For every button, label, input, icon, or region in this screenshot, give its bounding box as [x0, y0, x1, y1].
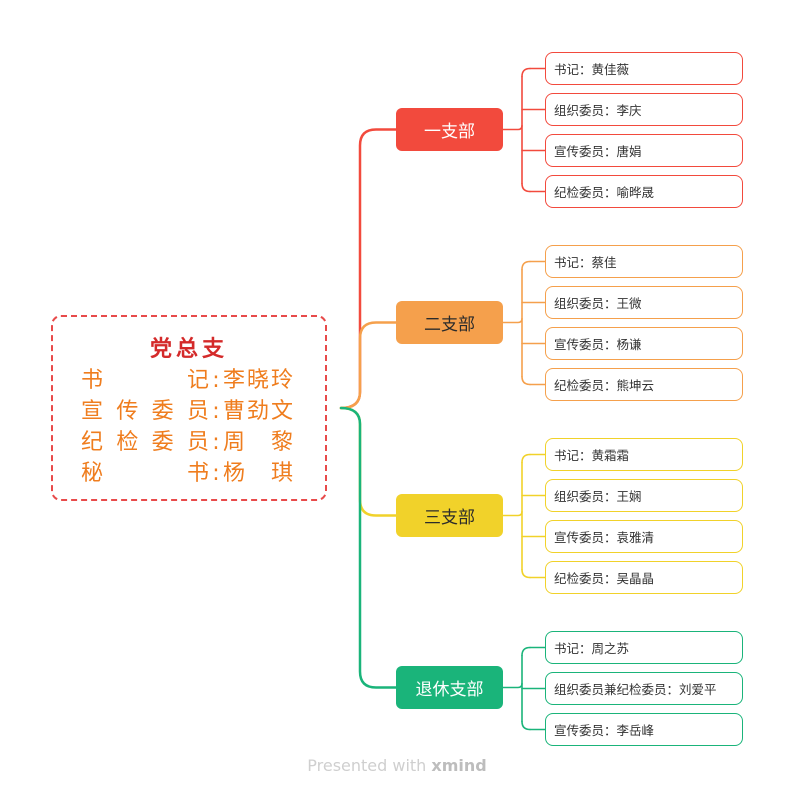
- root-member-colon: :: [212, 368, 220, 393]
- root-connector: [339, 128, 398, 410]
- root-member-role-char: 秘: [81, 461, 104, 486]
- branch-brace-bottom: [521, 182, 531, 193]
- member-node[interactable]: 宣传委员：唐娟: [545, 134, 743, 167]
- root-member-role-char: 书: [81, 368, 104, 393]
- branch-link: [502, 124, 523, 131]
- branch-link: [502, 682, 523, 689]
- root-member-line: 宣传委员:曹劲文: [81, 396, 297, 427]
- member-node[interactable]: 纪检委员：熊坤云: [545, 368, 743, 401]
- footer-text: Presented with: [307, 756, 432, 775]
- member-node[interactable]: 纪检委员：吴晶晶: [545, 561, 743, 594]
- root-member-role-char: 记: [186, 368, 209, 393]
- root-member-name: 曹劲文: [223, 399, 296, 424]
- root-member-role-char: 委: [151, 430, 174, 455]
- member-node[interactable]: 书记：蔡佳: [545, 245, 743, 278]
- root-member-line: 秘书:杨 琪: [81, 458, 297, 489]
- member-node[interactable]: 书记：周之苏: [545, 631, 743, 664]
- root-member-role-char: 员: [186, 430, 209, 455]
- root-member-role: 纪检委员: [81, 427, 209, 458]
- member-node[interactable]: 组织委员兼纪检委员：刘爱平: [545, 672, 743, 705]
- root-member-colon: :: [212, 399, 220, 424]
- root-member-line: 纪检委员:周 黎: [81, 427, 297, 458]
- branch-brace-top: [521, 67, 531, 78]
- branch-brace-bottom: [521, 375, 531, 386]
- footer-brand: xmind: [431, 756, 487, 775]
- root-member-role-char: 宣: [81, 399, 104, 424]
- member-node[interactable]: 宣传委员：李岳峰: [545, 713, 743, 746]
- branch-brace-top: [521, 260, 531, 271]
- root-member-name: 周 黎: [223, 430, 296, 455]
- root-member-role: 秘书: [81, 458, 209, 489]
- root-member-colon: :: [212, 461, 220, 486]
- branch-link: [502, 317, 523, 324]
- member-node[interactable]: 宣传委员：袁雅清: [545, 520, 743, 553]
- member-node[interactable]: 宣传委员：杨谦: [545, 327, 743, 360]
- root-connector: [339, 321, 398, 410]
- root-member-name: 杨 琪: [223, 461, 296, 486]
- root-member-role-char: 传: [116, 399, 139, 424]
- root-member-role-char: 委: [151, 399, 174, 424]
- root-connector: [339, 406, 398, 689]
- branch-brace-bottom: [521, 720, 531, 731]
- branch-brace-bottom: [521, 568, 531, 579]
- member-node[interactable]: 组织委员：李庆: [545, 93, 743, 126]
- member-node[interactable]: 组织委员：王娴: [545, 479, 743, 512]
- root-member-line: 书记:李晓玲: [81, 365, 297, 396]
- root-title: 党总支: [149, 337, 228, 362]
- branch-node[interactable]: 退休支部: [396, 666, 503, 709]
- root-member-role: 宣传委员: [81, 396, 209, 427]
- root-members: 书记:李晓玲宣传委员:曹劲文纪检委员:周 黎秘书:杨 琪: [53, 365, 325, 489]
- root-member-role-char: 员: [186, 399, 209, 424]
- root-member-role-char: 书: [186, 461, 209, 486]
- branch-brace-top: [521, 646, 531, 657]
- root-member-name: 李晓玲: [223, 368, 296, 393]
- member-node[interactable]: 书记：黄佳薇: [545, 52, 743, 85]
- branch-node[interactable]: 二支部: [396, 301, 503, 344]
- member-node[interactable]: 书记：黄霜霜: [545, 438, 743, 471]
- branch-node[interactable]: 三支部: [396, 494, 503, 537]
- footer: Presented with xmind: [0, 756, 794, 775]
- root-connector: [339, 406, 398, 517]
- root-member-role-char: 检: [116, 430, 139, 455]
- branch-brace-top: [521, 453, 531, 464]
- root-node[interactable]: 党总支 书记:李晓玲宣传委员:曹劲文纪检委员:周 黎秘书:杨 琪: [51, 315, 327, 501]
- root-member-colon: :: [212, 430, 220, 455]
- member-node[interactable]: 组织委员：王微: [545, 286, 743, 319]
- branch-link: [502, 510, 523, 517]
- member-node[interactable]: 纪检委员：喻晔晟: [545, 175, 743, 208]
- root-member-role: 书记: [81, 365, 209, 396]
- root-member-role-char: 纪: [81, 430, 104, 455]
- branch-node[interactable]: 一支部: [396, 108, 503, 151]
